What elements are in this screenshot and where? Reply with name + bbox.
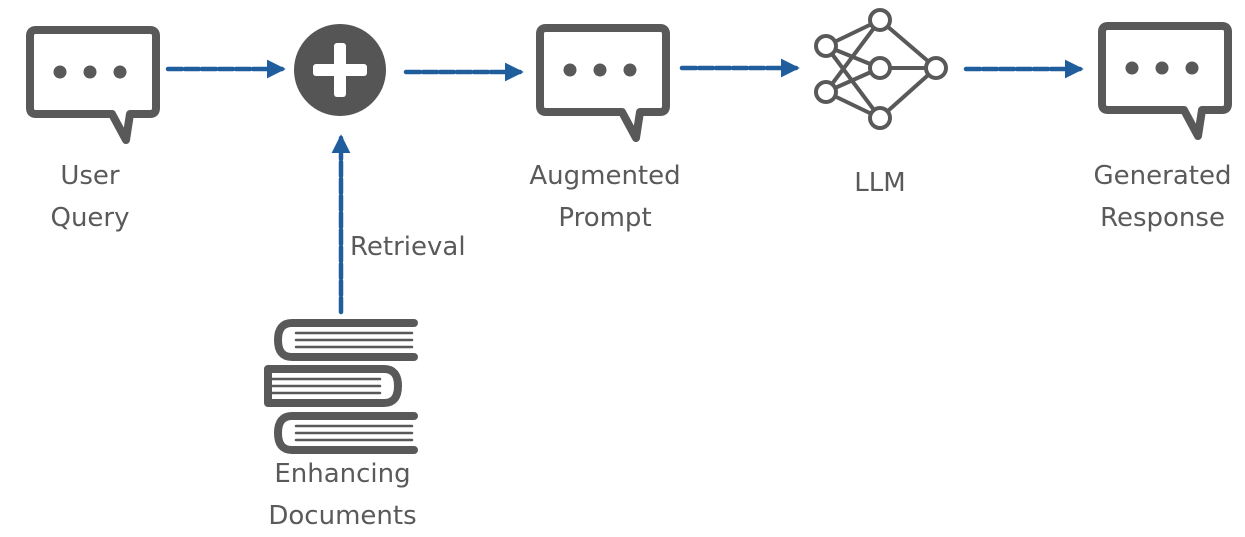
generated-response-label: Generated Response	[1093, 161, 1232, 233]
user-query-label: User Query	[50, 161, 130, 233]
augmented-prompt-label: Augmented Prompt	[529, 161, 681, 233]
enhancing-documents-label: Enhancing Documents	[268, 459, 417, 531]
augmented-prompt-chat-icon	[536, 24, 670, 142]
llm-label: LLM	[854, 168, 906, 198]
generated-response-chat-icon	[1098, 22, 1232, 140]
plus-circle-icon	[294, 24, 386, 116]
user-query-chat-icon	[26, 26, 160, 144]
neural-network-icon	[814, 8, 948, 130]
book-stack-icon	[264, 319, 418, 454]
retrieval-label: Retrieval	[350, 232, 466, 262]
